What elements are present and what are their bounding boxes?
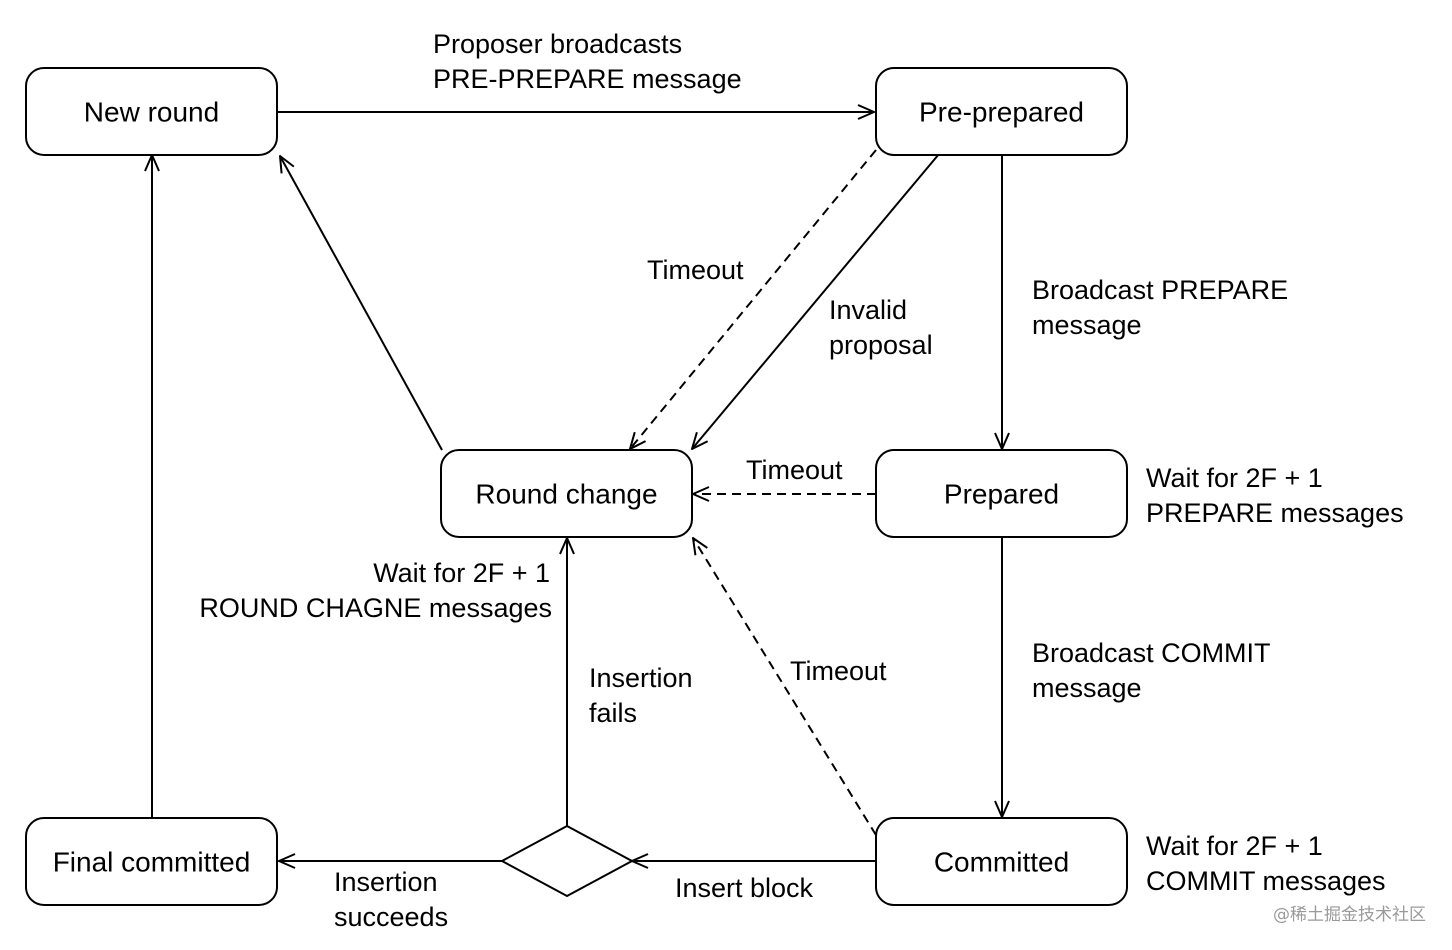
node-label-round-change: Round change <box>475 479 657 510</box>
label-succeeds: succeeds <box>334 902 448 932</box>
node-pre-prepared: Pre-prepared <box>875 67 1128 156</box>
edge-preprepared-invalid-to-roundchange <box>692 153 940 449</box>
edge-committed-timeout-to-roundchange <box>693 538 877 836</box>
node-label-prepared: Prepared <box>944 479 1059 510</box>
watermark-text: @稀土掘金技术社区 <box>1273 905 1426 925</box>
label-timeout-committed: Timeout <box>790 656 887 686</box>
label-wait-prepare: Wait for 2F + 1 <box>1146 463 1323 493</box>
label-broadcast-commit: Broadcast COMMIT <box>1032 638 1271 668</box>
label-wait-commit: Wait for 2F + 1 <box>1146 831 1323 861</box>
node-round-change: Round change <box>440 449 693 538</box>
label-broadcast-prepare-message: message <box>1032 310 1142 340</box>
label-timeout-prepared: Timeout <box>746 455 843 485</box>
label-insertion-fails: Insertion <box>589 663 693 693</box>
edge-preprepared-timeout-to-roundchange <box>630 149 877 449</box>
label-prepare-messages: PREPARE messages <box>1146 498 1404 528</box>
node-committed: Committed <box>875 817 1128 906</box>
node-new-round: New round <box>25 67 278 156</box>
label-proposer-broadcasts: Proposer broadcasts <box>433 29 682 59</box>
node-label-pre-prepared: Pre-prepared <box>919 97 1084 128</box>
decision-diamond <box>499 824 635 898</box>
label-wait-roundchange: Wait for 2F + 1 <box>373 558 550 588</box>
label-pre-prepare-message: PRE-PREPARE message <box>433 64 742 94</box>
label-proposal: proposal <box>829 330 933 360</box>
label-invalid: Invalid <box>829 295 907 325</box>
label-timeout-preprepared: Timeout <box>647 255 744 285</box>
label-insertion-succeeds: Insertion <box>334 867 438 897</box>
node-label-new-round: New round <box>84 97 219 128</box>
label-broadcast-prepare: Broadcast PREPARE <box>1032 275 1288 305</box>
label-insert-block: Insert block <box>675 873 814 903</box>
node-label-final-committed: Final committed <box>53 847 251 878</box>
label-roundchange-messages: ROUND CHAGNE messages <box>199 593 552 623</box>
node-prepared: Prepared <box>875 449 1128 538</box>
label-commit-messages: COMMIT messages <box>1146 866 1386 896</box>
node-final-committed: Final committed <box>25 817 278 906</box>
node-label-committed: Committed <box>934 847 1069 878</box>
edge-roundchange-to-newround <box>280 156 443 451</box>
label-fails: fails <box>589 698 637 728</box>
label-broadcast-commit-message: message <box>1032 673 1142 703</box>
